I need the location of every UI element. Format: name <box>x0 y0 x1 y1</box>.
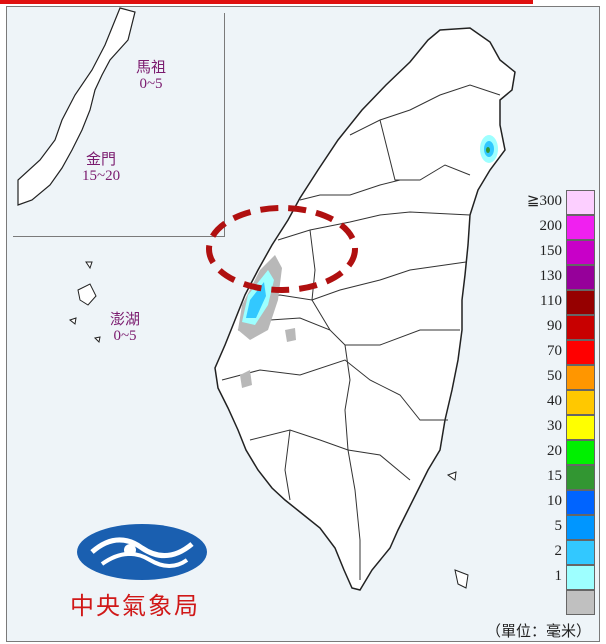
legend-swatch <box>566 415 595 440</box>
legend-label: 130 <box>539 268 563 284</box>
legend-label: 5 <box>554 518 563 534</box>
legend-swatch <box>566 565 595 590</box>
legend-swatch <box>566 540 595 565</box>
kinmen-label: 金門 15~20 <box>82 152 120 184</box>
penghu-range: 0~5 <box>113 328 137 344</box>
legend-swatch <box>566 215 595 240</box>
mazu-name: 馬祖 <box>136 60 167 76</box>
offshore-islands-inset <box>13 13 225 237</box>
legend-swatch <box>566 440 595 465</box>
legend-label: 110 <box>540 293 562 309</box>
legend-swatch <box>566 340 595 365</box>
cwb-logo-icon <box>77 524 207 580</box>
legend-label: 20 <box>547 443 562 459</box>
rain-area-gray <box>240 370 252 388</box>
legend-label: 70 <box>547 343 562 359</box>
legend-unit: （單位：毫米） <box>486 624 592 640</box>
legend-label: 90 <box>547 318 562 334</box>
penghu-name: 澎湖 <box>110 312 141 328</box>
legend-swatch <box>566 290 595 315</box>
legend-swatch <box>566 465 595 490</box>
legend-swatch <box>566 265 595 290</box>
penghu-islands <box>68 261 101 344</box>
top-red-bar <box>0 0 533 4</box>
highlight-dashed-circle <box>206 205 358 293</box>
legend-swatch <box>566 315 595 340</box>
cwb-logo-text: 中央氣象局 <box>70 592 200 620</box>
legend-swatch <box>566 240 595 265</box>
legend-label: 30 <box>547 418 562 434</box>
legend-label: 50 <box>547 368 562 384</box>
china-coastline <box>17 7 136 206</box>
legend-label: 150 <box>539 243 563 259</box>
green-island <box>446 471 457 481</box>
legend-label: 40 <box>547 393 562 409</box>
legend-swatch <box>566 590 595 615</box>
kinmen-range: 15~20 <box>82 168 121 184</box>
legend-swatch <box>566 390 595 415</box>
legend-swatch <box>566 190 595 215</box>
legend-label: 1 <box>554 568 563 584</box>
mazu-label: 馬祖 0~5 <box>136 60 166 92</box>
legend-swatch <box>566 515 595 540</box>
legend-swatch <box>566 490 595 515</box>
orchid-island <box>454 569 469 589</box>
rain-area-green <box>486 147 490 153</box>
mazu-range: 0~5 <box>139 76 163 92</box>
legend-label: 2 <box>554 543 563 559</box>
legend-label: 15 <box>547 468 562 484</box>
penghu-label: 澎湖 0~5 <box>110 312 140 344</box>
legend-label: 10 <box>547 493 562 509</box>
legend-label: 200 <box>539 218 563 234</box>
rain-area-gray <box>285 328 296 342</box>
legend-swatch <box>566 365 595 390</box>
rain-area-blue <box>246 282 266 318</box>
legend-label: ≧300 <box>526 193 562 209</box>
kinmen-name: 金門 <box>86 152 117 168</box>
county-boundaries <box>221 84 501 580</box>
